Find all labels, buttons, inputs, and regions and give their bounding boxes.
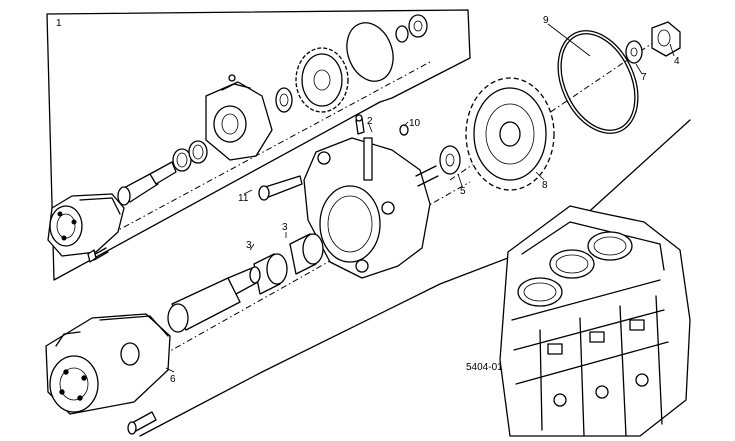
small-circlip [399,124,409,136]
gasket-ring [557,30,639,134]
lock-washer [625,40,643,64]
small-washer-and-nut [395,14,428,43]
main-housing [303,137,439,279]
callout-5: 5 [460,186,466,197]
callout-4: 4 [674,56,680,67]
small-o-ring [346,22,394,82]
figure-code: 5404-01 [466,362,503,373]
bushing-left [253,253,288,295]
small-bolt [87,247,109,263]
inset-frame [46,9,471,281]
thrust-washer [439,145,461,175]
callout-2: 2 [367,116,373,127]
pump-drive-shaft [167,266,261,333]
callout-6: 6 [170,374,176,385]
callout-8: 8 [542,180,548,191]
callout-9: 9 [543,15,549,26]
section-boundary-line [139,119,691,437]
small-bushings [172,140,208,172]
stud-screw [355,114,365,135]
callout-10: 10 [409,118,421,129]
small-pump-housing [47,193,125,257]
callout-11: 11 [238,193,249,204]
callout-1: 1 [56,18,62,29]
bushing-right [289,233,324,275]
callout-7: 7 [641,72,647,83]
leader-lines [165,23,675,373]
large-pump-bolt [127,411,157,435]
callout-3-upper: 3 [282,222,288,233]
small-pump-body [205,74,273,161]
small-gear [295,47,349,113]
drive-gear [465,77,555,191]
center-axis-upper [99,61,431,241]
housing-bolt [258,175,303,201]
large-hydraulic-pump [45,313,171,415]
engine-block [499,205,691,437]
hex-nut [651,21,681,57]
small-drive-shaft [117,161,177,206]
callout-3-lower: 3 [246,240,252,251]
small-seal-ring [275,87,293,113]
